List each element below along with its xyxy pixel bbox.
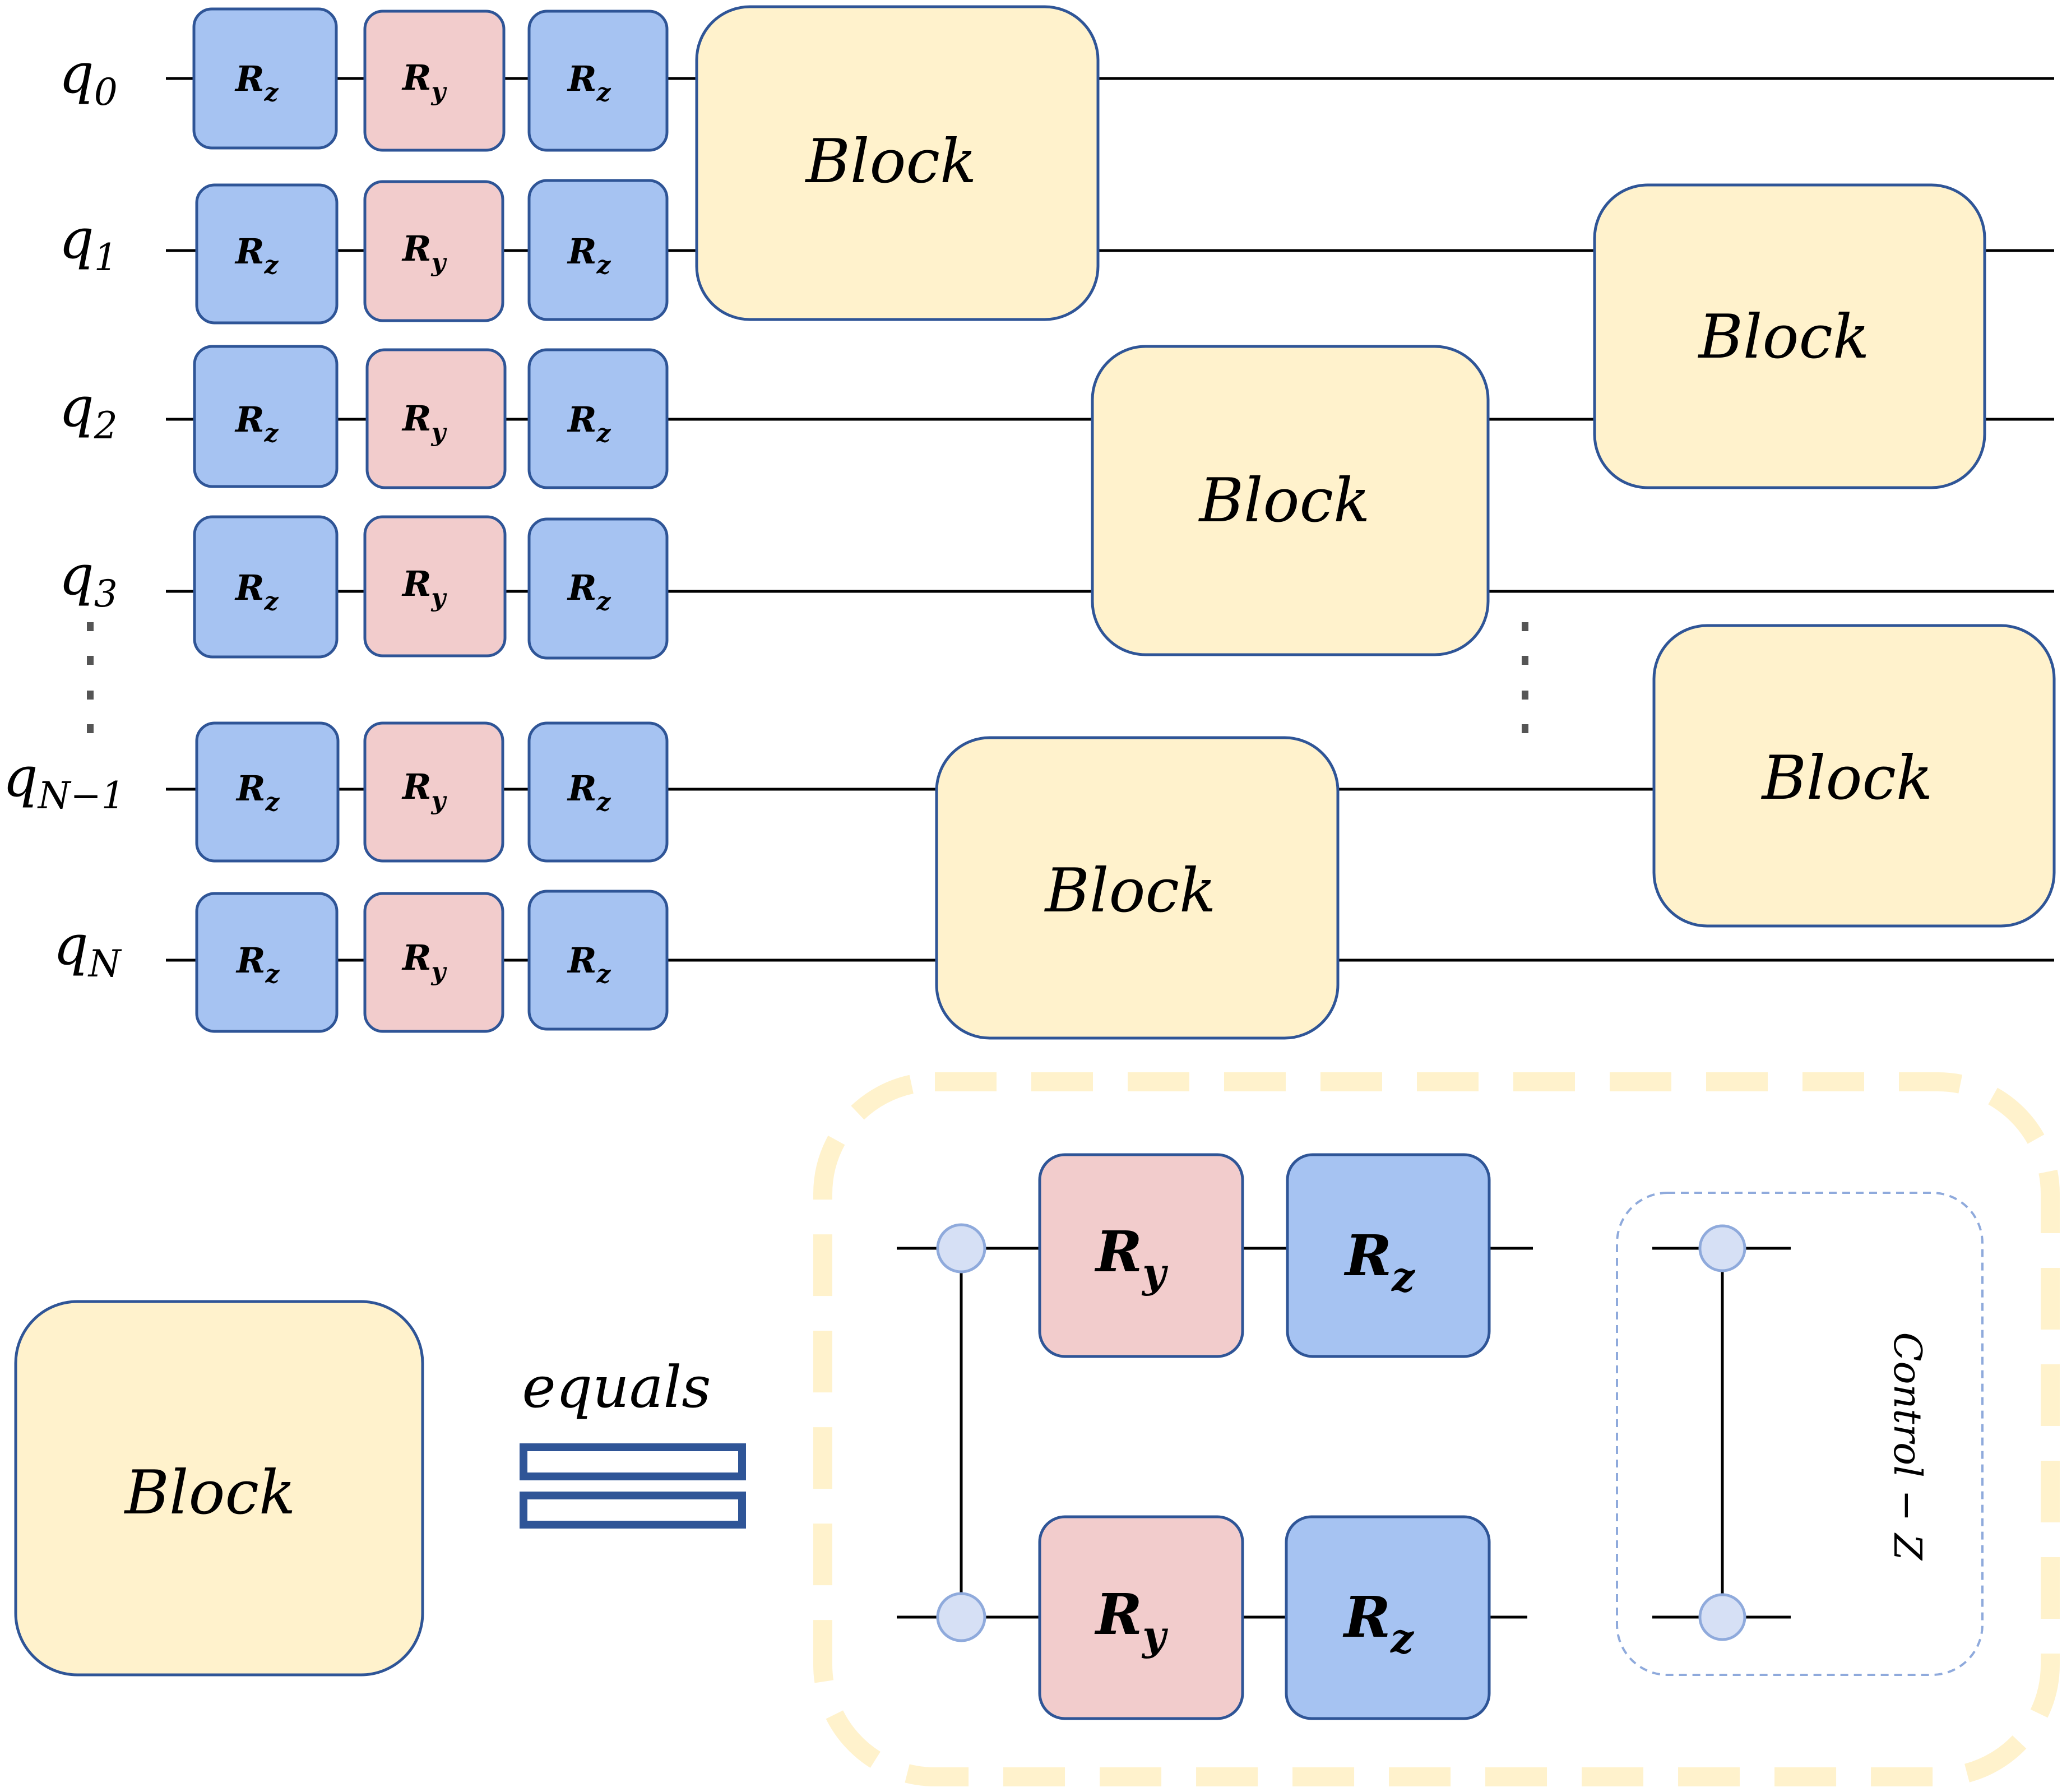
gate-rz-qN-1-a: Rz (195, 721, 340, 863)
svg-text:Block: Block (1761, 743, 1933, 813)
gate-rz-q0-a: Rz (192, 7, 338, 150)
control-z-symbol (1652, 1247, 1791, 1619)
qubit-label-q2: q2 (59, 376, 118, 447)
svg-text:Rz: Rz (1342, 1584, 1415, 1662)
qubit-label-qN: qN (53, 914, 122, 985)
svg-text:Rz: Rz (234, 567, 279, 616)
def-gate-rz-top: Rz (1286, 1153, 1491, 1358)
control-dot-bottom (936, 1592, 986, 1642)
gate-rz-q0-b: Rz (527, 10, 669, 152)
def-gate-rz-bottom: Rz (1285, 1515, 1491, 1720)
gate-rz-qN-b: Rz (527, 890, 669, 1031)
qubit-label-q0: q0 (59, 42, 118, 114)
svg-text:Block: Block (1198, 466, 1370, 536)
control-z-label: Control − Z (1885, 1332, 1929, 1561)
svg-text:Ry: Ry (401, 57, 448, 106)
gate-rz-q2-b: Rz (527, 348, 669, 489)
svg-text:Ry: Ry (401, 228, 448, 277)
gate-rz-q2-a: Rz (193, 345, 339, 488)
svg-text:Ry: Ry (1094, 1581, 1168, 1659)
svg-text:Ry: Ry (401, 398, 448, 447)
gate-rz-qN-a: Rz (195, 892, 339, 1033)
gate-rz-qN-1-b: Rz (527, 721, 669, 863)
control-dot-top (936, 1223, 986, 1274)
svg-text:Ry: Ry (401, 937, 448, 986)
block-qN-1-right: Block (1652, 624, 2056, 928)
qubit-label-q3: q3 (59, 544, 118, 615)
def-gate-ry-top: Ry (1038, 1153, 1244, 1358)
control-z-legend-box (1616, 1192, 1984, 1676)
cz-control-dot-bottom (1698, 1593, 1746, 1641)
gate-ry-q2: Ry (365, 348, 507, 489)
gate-rz-q3-a: Rz (193, 515, 339, 659)
svg-text:Rz: Rz (234, 58, 279, 107)
svg-text:Rz: Rz (567, 58, 611, 107)
svg-text:Rz: Rz (235, 768, 280, 817)
gate-rz-q3-b: Rz (527, 517, 669, 660)
ellipsis-dots-middle (1522, 622, 1528, 733)
svg-text:Rz: Rz (234, 399, 279, 448)
svg-text:Rz: Rz (567, 940, 611, 989)
gate-ry-q0: Ry (363, 10, 506, 152)
svg-text:Rz: Rz (567, 231, 611, 280)
svg-text:Rz: Rz (567, 399, 611, 448)
svg-text:Ry: Ry (1094, 1219, 1168, 1296)
svg-text:Ry: Ry (401, 563, 448, 612)
svg-text:Rz: Rz (1343, 1223, 1416, 1300)
svg-text:Block: Block (124, 1458, 296, 1528)
svg-text:Rz: Rz (567, 567, 611, 616)
gate-ry-qN-1: Ry (363, 721, 504, 863)
svg-text:Rz: Rz (567, 768, 611, 817)
legend-block: Block (14, 1300, 424, 1677)
svg-text:Ry: Ry (401, 766, 448, 815)
gate-ry-q3: Ry (363, 515, 507, 657)
equals-sign-icon (520, 1443, 746, 1529)
qubit-label-q1: q1 (59, 207, 118, 279)
svg-text:Block: Block (805, 127, 977, 197)
svg-text:Rz: Rz (234, 231, 279, 280)
block-definition-frame (813, 1072, 2060, 1786)
block-q1-q2: Block (1593, 183, 1986, 489)
block-q0-q1: Block (695, 5, 1100, 321)
block-q2-q3: Block (1091, 345, 1490, 656)
gate-ry-qN: Ry (363, 892, 504, 1033)
ellipsis-dots-left (87, 622, 94, 733)
svg-text:Block: Block (1044, 856, 1216, 926)
gate-rz-q1-b: Rz (527, 179, 669, 321)
equals-label: equals (522, 1354, 711, 1421)
qubit-label-qN-1: qN−1 (3, 745, 125, 817)
def-gate-ry-bottom: Ry (1038, 1515, 1244, 1720)
block-qN-1-qN: Block (935, 736, 1340, 1040)
svg-text:Rz: Rz (235, 940, 280, 989)
gate-rz-q1-a: Rz (195, 183, 339, 325)
cz-control-dot-top (1698, 1224, 1746, 1272)
svg-text:Block: Block (1698, 302, 1870, 372)
qubit-labels: q0 q1 q2 q3 qN−1 qN (3, 42, 125, 985)
gate-ry-q1: Ry (363, 180, 504, 322)
